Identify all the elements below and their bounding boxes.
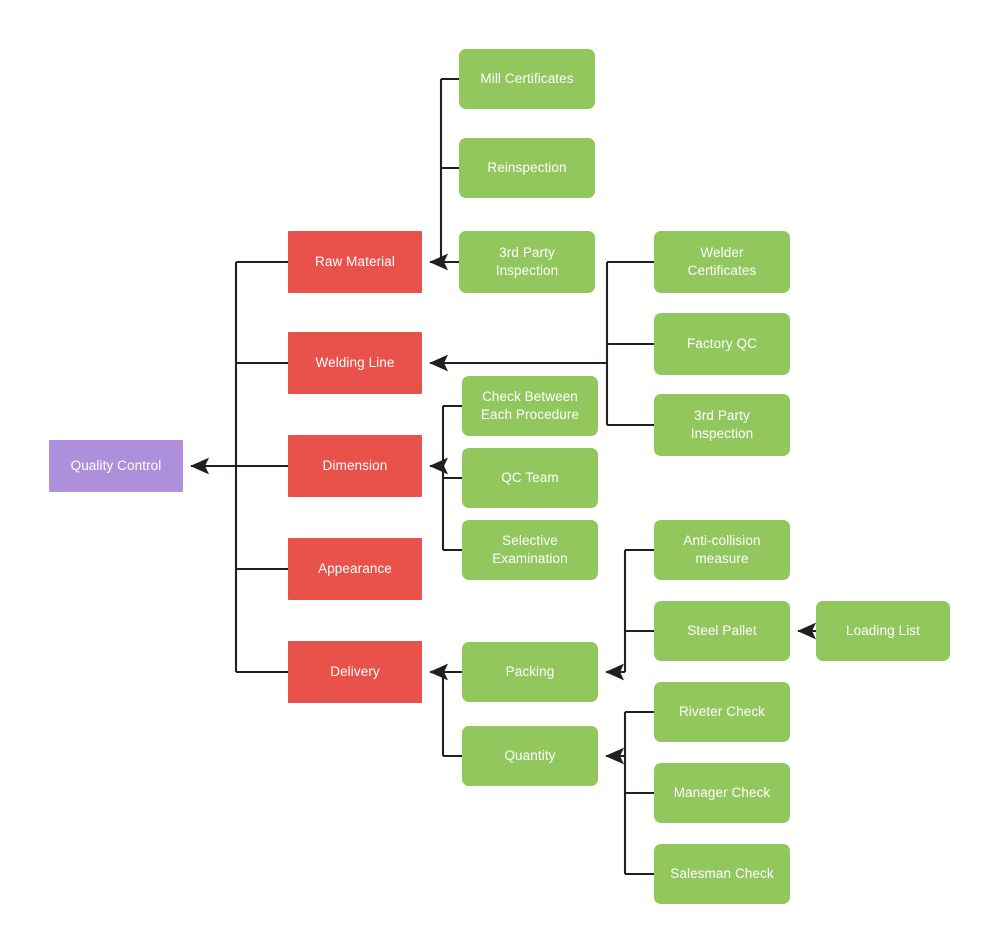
node-riveter-check[interactable]: Riveter Check xyxy=(654,682,790,742)
node-factory-qc[interactable]: Factory QC xyxy=(654,313,790,375)
node-label: Quality Control xyxy=(70,458,162,474)
node-anti-collision-measure[interactable]: Anti-collision measure xyxy=(654,520,790,580)
node-label: Steel Pallet xyxy=(687,623,757,639)
node-label: Mill Certificates xyxy=(480,71,574,87)
node-label: Quantity xyxy=(504,748,556,764)
node-quantity[interactable]: Quantity xyxy=(462,726,598,786)
node-label: Dimension xyxy=(322,458,388,474)
node-label: Manager Check xyxy=(673,785,771,801)
node-label: Raw Material xyxy=(315,254,395,270)
node-label: 3rd Party Inspection xyxy=(690,408,754,441)
node-reinspection[interactable]: Reinspection xyxy=(459,138,595,198)
node-label: Check Between Each Procedure xyxy=(480,389,580,422)
node-manager-check[interactable]: Manager Check xyxy=(654,763,790,823)
node-label: Delivery xyxy=(330,664,380,680)
node-loading-list[interactable]: Loading List xyxy=(816,601,950,661)
node-label: Packing xyxy=(505,664,555,680)
node-third-party-inspection-raw-material[interactable]: 3rd Party Inspection xyxy=(459,231,595,293)
node-appearance[interactable]: Appearance xyxy=(288,538,422,600)
node-label: 3rd Party Inspection xyxy=(495,245,559,278)
node-delivery[interactable]: Delivery xyxy=(288,641,422,703)
node-label: QC Team xyxy=(501,470,559,486)
node-label: Appearance xyxy=(318,561,392,577)
node-selective-examination[interactable]: Selective Examination xyxy=(462,520,598,580)
node-third-party-inspection-welding-line[interactable]: 3rd Party Inspection xyxy=(654,394,790,456)
node-salesman-check[interactable]: Salesman Check xyxy=(654,844,790,904)
node-mill-certificates[interactable]: Mill Certificates xyxy=(459,49,595,109)
node-label: Welding Line xyxy=(315,355,395,371)
node-label: Loading List xyxy=(845,623,920,639)
node-label: Riveter Check xyxy=(678,704,766,720)
node-check-between-each-procedure[interactable]: Check Between Each Procedure xyxy=(462,376,598,436)
node-packing[interactable]: Packing xyxy=(462,642,598,702)
node-label: Factory QC xyxy=(686,336,757,352)
node-quality-control[interactable]: Quality Control xyxy=(49,440,183,492)
node-label: Anti-collision measure xyxy=(683,533,761,566)
node-qc-team[interactable]: QC Team xyxy=(462,448,598,508)
node-label: Salesman Check xyxy=(670,866,774,882)
node-label: Selective Examination xyxy=(492,533,568,566)
node-raw-material[interactable]: Raw Material xyxy=(288,231,422,293)
node-dimension[interactable]: Dimension xyxy=(288,435,422,497)
node-welding-line[interactable]: Welding Line xyxy=(288,332,422,394)
node-steel-pallet[interactable]: Steel Pallet xyxy=(654,601,790,661)
node-label: Welder Certificates xyxy=(687,245,757,278)
node-label: Reinspection xyxy=(487,160,567,176)
node-welder-certificates[interactable]: Welder Certificates xyxy=(654,231,790,293)
